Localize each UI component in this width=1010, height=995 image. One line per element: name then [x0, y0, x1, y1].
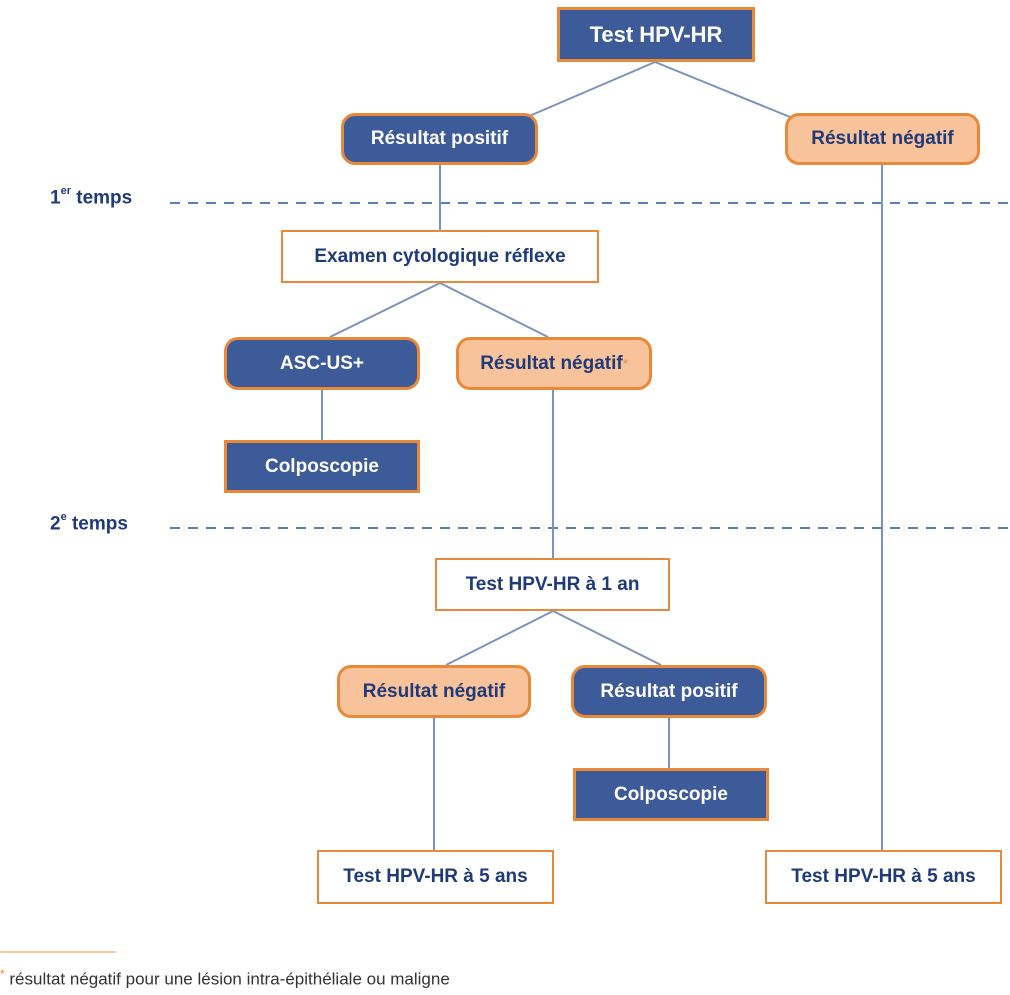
node-negative-result-1: Résultat négatif [785, 113, 980, 165]
footnote-marker: * [0, 967, 5, 981]
node-colposcopy-1-label: Colposcopie [264, 455, 379, 477]
edge-test1year-negative [445, 610, 554, 666]
node-ascus-label: ASC-US+ [280, 352, 364, 374]
edge-root-negative [654, 61, 791, 118]
node-negative-result-3-label: Résultat négatif [362, 680, 506, 702]
node-test-1-year: Test HPV-HR à 1 an [435, 558, 670, 611]
node-test-5-years-right-label: Test HPV-HR à 5 ans [791, 866, 976, 887]
node-colposcopy-1: Colposcopie [224, 440, 420, 493]
edge-test1year-positive [552, 610, 662, 666]
edge-cytology-ascus [329, 282, 441, 338]
edge-cytology-negative [439, 282, 549, 338]
asterisk-marker: * [622, 356, 628, 371]
footnote-divider [0, 951, 116, 953]
node-test-5-years-left-label: Test HPV-HR à 5 ans [343, 866, 528, 887]
node-test-hpv-hr-label: Test HPV-HR [589, 21, 723, 47]
node-test-hpv-hr: Test HPV-HR [557, 7, 755, 62]
edge-root-positive [526, 61, 656, 118]
node-test-1-year-label: Test HPV-HR à 1 an [465, 573, 640, 595]
node-positive-result-1-label: Résultat positif [370, 128, 509, 149]
node-negative-result-2-label: Résultat négatif [480, 352, 623, 374]
node-colposcopy-2-label: Colposcopie [613, 783, 728, 805]
footnote-text: résultat négatif pour une lésion intra-é… [4, 969, 450, 989]
phase-1-label: 1er temps [50, 185, 133, 209]
footnote: * résultat négatif pour une lésion intra… [0, 967, 450, 990]
node-negative-result-2: Résultat négatif* [456, 337, 652, 390]
node-positive-result-3: Résultat positif [571, 665, 767, 718]
node-test-5-years-right: Test HPV-HR à 5 ans [765, 850, 1002, 904]
node-test-5-years-left: Test HPV-HR à 5 ans [317, 850, 554, 904]
node-negative-result-1-label: Résultat négatif [811, 128, 954, 149]
node-positive-result-3-label: Résultat positif [600, 680, 738, 702]
phase-2-label: 2e temps [50, 511, 128, 535]
node-cytology-exam: Examen cytologique réflexe [281, 230, 599, 283]
node-ascus: ASC-US+ [224, 337, 420, 390]
node-negative-result-3: Résultat négatif [337, 665, 531, 718]
node-colposcopy-2: Colposcopie [573, 768, 769, 821]
node-cytology-exam-label: Examen cytologique réflexe [314, 245, 566, 267]
node-positive-result-1: Résultat positif [341, 113, 538, 165]
